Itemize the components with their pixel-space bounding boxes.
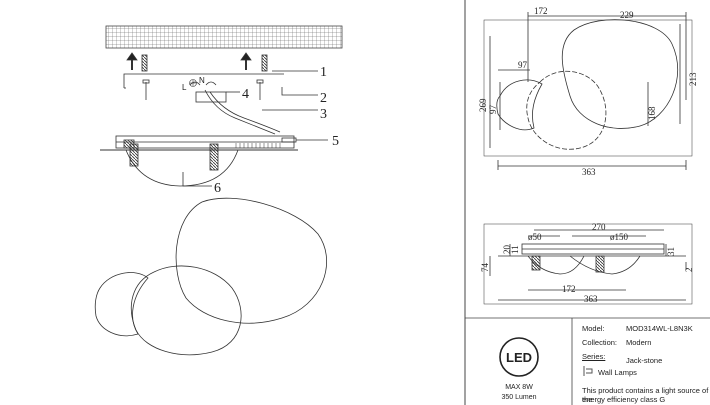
dim-31: 31	[666, 247, 676, 256]
arrow-up-icon	[240, 52, 252, 70]
energy-note-2: energy efficiency class G	[582, 395, 666, 404]
mounting-bracket	[123, 73, 284, 88]
lamp-dome	[125, 149, 239, 187]
collection-label: Collection:	[582, 338, 618, 347]
svg-text:LED: LED	[506, 350, 532, 365]
stone-large-top	[561, 19, 679, 129]
stone-small	[94, 272, 149, 337]
energy-note-1: This product contains a light source of …	[582, 386, 709, 404]
stone-medium-top	[526, 70, 607, 150]
max-power: MAX 8W	[505, 384, 533, 391]
model-value: MOD314WL-L8N3K	[626, 324, 693, 333]
info-block	[465, 317, 710, 405]
led-logo: LED	[499, 337, 539, 377]
dim-229: 229	[620, 10, 634, 20]
callout-3: 3	[320, 107, 327, 122]
mounting-diagram	[94, 25, 343, 356]
dim-2: 2	[684, 268, 694, 273]
wire-label-neutral: N	[199, 76, 205, 85]
dim-363-top: 363	[582, 167, 596, 177]
dim-d150: ø150	[610, 232, 629, 242]
stone-small-top	[496, 79, 543, 131]
dim-d50: ø50	[528, 232, 542, 242]
callout-2: 2	[320, 91, 327, 106]
model-label: Model:	[582, 324, 605, 333]
top-view	[483, 12, 693, 170]
callout-4: 4	[242, 87, 249, 102]
collection-value: Modern	[626, 338, 652, 347]
dim-20: 20	[502, 245, 512, 255]
dim-11: 11	[510, 245, 520, 254]
wire-label-live: L	[182, 83, 187, 92]
stone-medium	[130, 265, 242, 356]
stone-large	[175, 197, 327, 324]
callout-6: 6	[214, 181, 221, 196]
dim-172-top: 172	[534, 6, 548, 16]
side-view	[483, 223, 693, 305]
dim-213: 213	[688, 72, 698, 86]
callout-1: 1	[320, 65, 327, 80]
dim-270: 270	[592, 222, 606, 232]
dim-74: 74	[480, 263, 490, 273]
lumen: 350 Lumen	[501, 394, 536, 401]
dim-97-h: 97	[518, 60, 528, 70]
dim-269: 269	[478, 98, 488, 112]
ceiling-block	[105, 25, 343, 49]
ground-symbol-icon	[189, 79, 197, 87]
dim-172-side: 172	[562, 284, 576, 294]
dim-97-v: 97	[488, 105, 498, 115]
wall-lamp-icon	[583, 366, 593, 376]
arrow-up-icon	[126, 52, 138, 70]
callout-5: 5	[332, 134, 339, 149]
dim-363-side: 363	[584, 294, 598, 304]
terminal-block	[195, 91, 227, 103]
series-value: Jack-stone	[626, 356, 663, 365]
category: Wall Lamps	[598, 368, 637, 377]
dim-168: 168	[647, 106, 657, 120]
series-label: Series:	[582, 352, 606, 361]
